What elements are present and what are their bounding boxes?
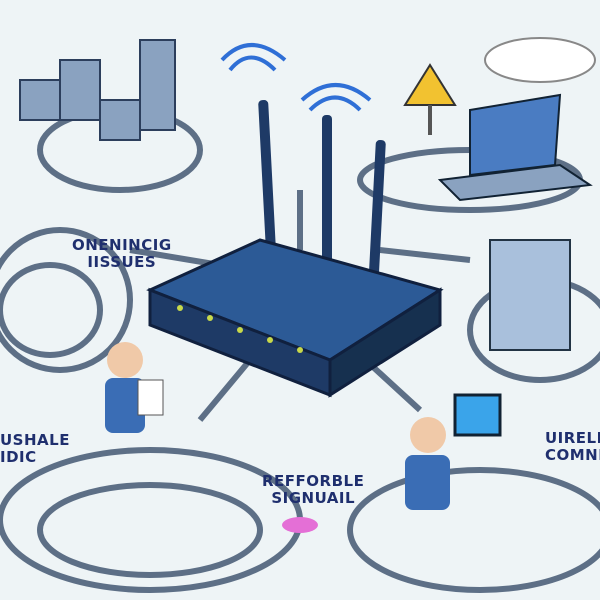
label-line: REFFORBLE (262, 472, 365, 490)
server-cabinet (489, 239, 571, 351)
label-unstable: USHALE IDIC (0, 432, 70, 466)
label-line: ONENINCIG (72, 236, 172, 254)
laptop-icon (437, 93, 593, 202)
label-ongoing-issues: ONENINCIG IISSUES (72, 237, 172, 271)
label-line: COMNLIC (545, 446, 600, 464)
cloud-icon (484, 37, 596, 83)
label-signal: REFFORBLE SIGNUAIL (262, 473, 364, 507)
label-line: IDIC (0, 448, 37, 466)
label-line: UIRELIAL (545, 429, 600, 447)
label-line: USHALE (0, 431, 70, 449)
label-unreliable: UIRELIAL COMNLIC (545, 430, 600, 464)
signal-device-icon (282, 517, 318, 533)
label-line: SIGNUAIL (271, 489, 356, 507)
confused-person-left (105, 342, 164, 433)
wifi-signal-icon (220, 43, 372, 112)
warning-sign-icon (403, 63, 457, 135)
router (146, 100, 444, 398)
label-line: IISSUES (87, 253, 157, 271)
frustrated-person-right (405, 393, 502, 510)
broken-wall (19, 39, 176, 141)
